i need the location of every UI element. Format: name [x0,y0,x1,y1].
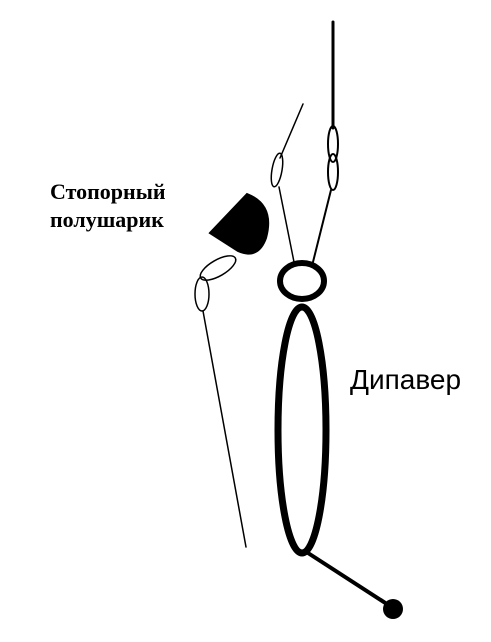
leash-line-to-ring [278,186,295,263]
leash-line-upper [279,103,304,159]
swivel-upper-loop [327,125,339,163]
dipaver-body [274,303,330,557]
leader-line [202,310,247,548]
dipaver-label: Дипавер [350,364,462,395]
swivel-lower-loop [327,153,339,191]
dipaver-ring [277,260,327,302]
stopper-label: Стопорный полушарик [50,178,166,234]
stopper-loop [199,255,237,281]
stopper-label-line1: Стопорный [50,179,166,204]
main-line-lower [312,189,332,263]
end-bead [383,599,403,619]
hook-loop [194,276,210,312]
stopper-half-ball [208,192,270,255]
leash-upper-loop [270,152,284,188]
tail-line [306,551,392,608]
stopper-label-line2: полушарик [50,207,164,232]
